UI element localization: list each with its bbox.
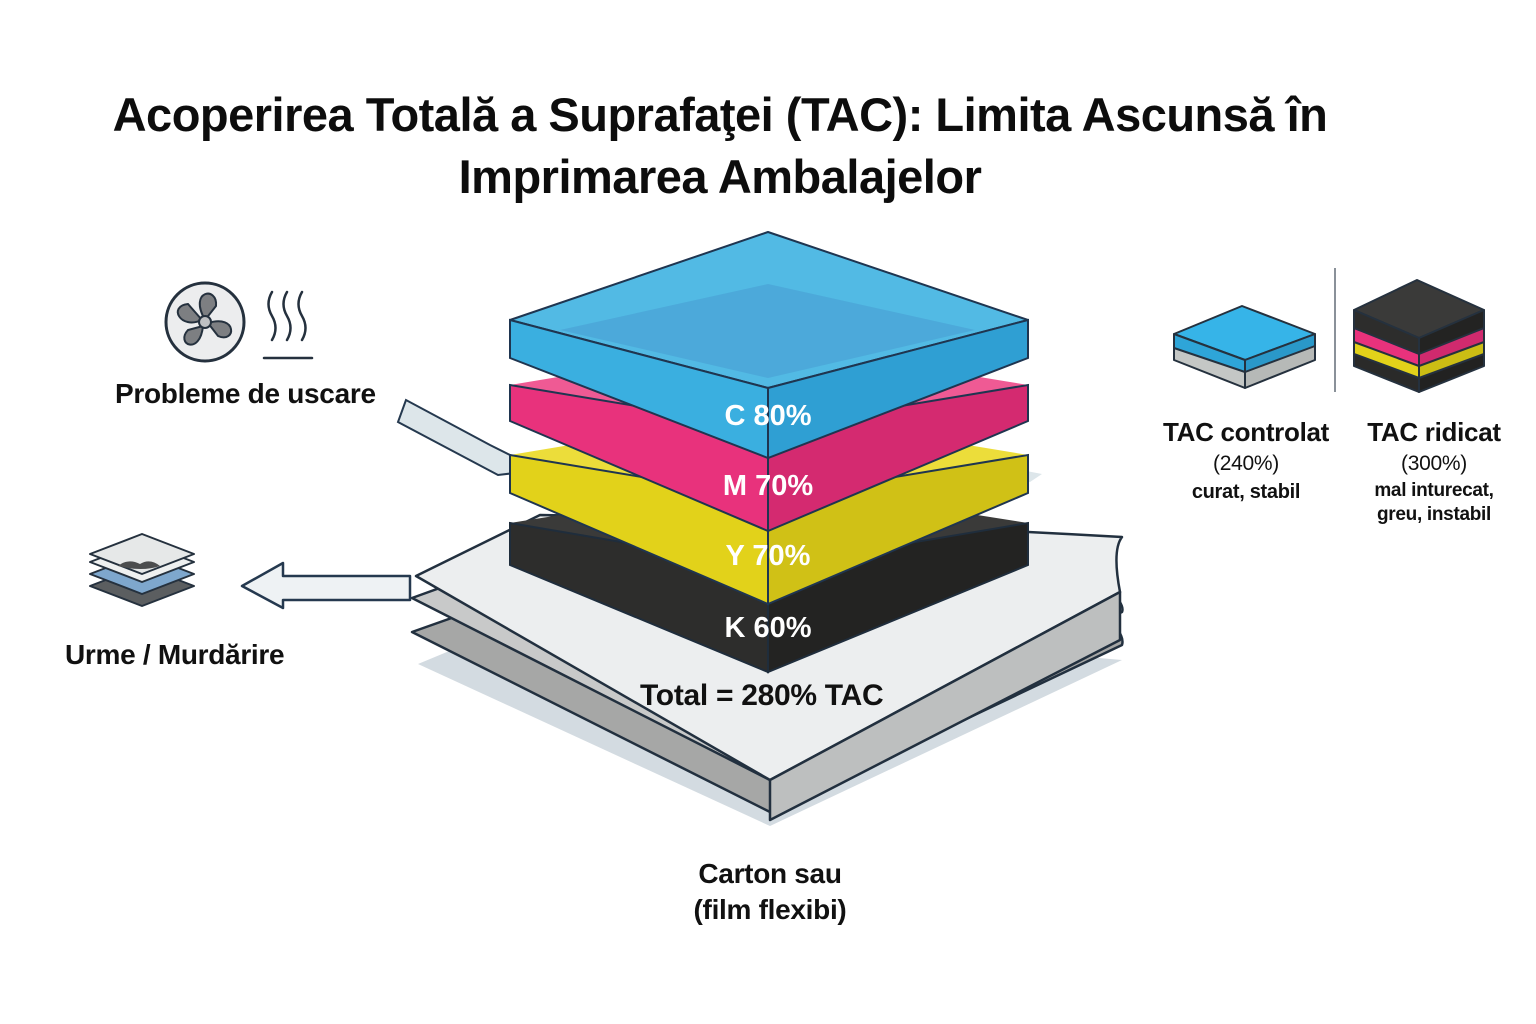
controlled-tac-value: (240%) (1213, 452, 1279, 475)
high-tac-title: TAC ridicat (1367, 417, 1501, 447)
layer-label-black: K 60% (724, 612, 812, 644)
smudge-label: Urme / Murdărire (65, 639, 285, 670)
high-tac-value: (300%) (1401, 452, 1467, 475)
title-line-1: Acoperirea Totală a Suprafaţei (TAC): Li… (112, 88, 1328, 141)
layer-label-cyan: C 80% (724, 400, 812, 432)
substrate-line-1: Carton sau (698, 858, 842, 889)
page-title: Acoperirea Totală a Suprafaţei (TAC): Li… (0, 84, 1440, 208)
high-tac-desc-1: mal inturecat, (1374, 480, 1494, 501)
controlled-tac-desc: curat, stabil (1191, 481, 1301, 503)
layer-label-yellow: Y 70% (725, 540, 811, 572)
substrate-label: Carton sau (film flexibi) (660, 856, 880, 928)
fan-icon (164, 281, 246, 363)
smudge-arrow (240, 561, 412, 610)
heat-waves-icon (262, 290, 314, 360)
high-tac-text: TAC ridicat (300%) mal inturecat, greu, … (1346, 415, 1522, 527)
total-tac-label: Total = 280% TAC (640, 679, 884, 712)
smudge-sheets-icon (89, 533, 195, 607)
controlled-tac-icon (1173, 305, 1316, 389)
drying-problems-label: Probleme de uscare (115, 378, 376, 409)
layer-label-magenta: M 70% (722, 470, 814, 502)
substrate-edge (768, 590, 1122, 822)
controlled-tac-text: TAC controlat (240%) curat, stabil (1148, 415, 1344, 505)
high-tac-desc-2: greu, instabil (1376, 504, 1492, 525)
layer-cyan-c (509, 231, 1029, 460)
high-tac-icon (1353, 279, 1485, 393)
substrate-line-2: (film flexibi) (693, 894, 847, 925)
controlled-tac-title: TAC controlat (1162, 417, 1330, 447)
title-line-2: Imprimarea Ambalajelor (458, 150, 982, 203)
